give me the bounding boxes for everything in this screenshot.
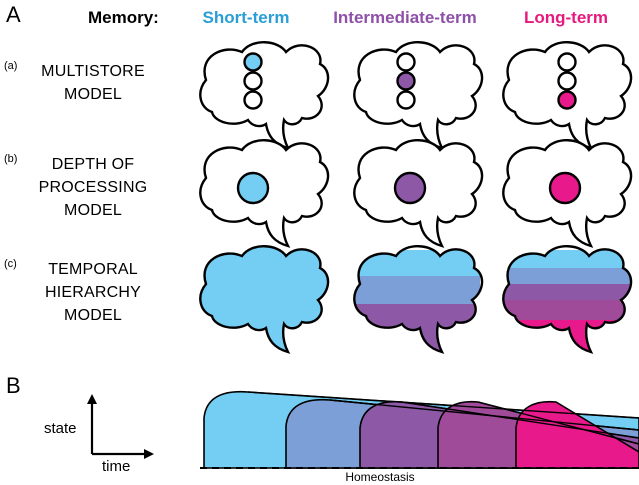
store-circle-a2-mid: [396, 71, 416, 91]
panel-b-label: B: [6, 373, 21, 398]
row-b-name-line-2: PROCESSING: [38, 179, 148, 196]
row-b-name-line-1: DEPTH OF: [51, 156, 135, 173]
homeostasis-label: Homeostasis: [345, 470, 415, 484]
depth-circle-long: [548, 171, 582, 205]
store-circle-a1-bot: [243, 90, 263, 110]
panel-a-label: A: [6, 2, 21, 27]
memory-label: Memory:: [88, 8, 159, 27]
store-circle-a3-mid: [557, 71, 577, 91]
axis-y-label: state: [44, 420, 77, 437]
decay-tail-outline-4: [477, 401, 639, 445]
brain-outline-a-intermediate: [353, 41, 484, 150]
row-c-name: TEMPORAL HIERARCHY MODEL: [18, 258, 168, 327]
axis-x-label: time: [102, 458, 131, 475]
row-a-tag: (a): [4, 60, 18, 72]
decay-curves: [203, 390, 639, 469]
column-header-long-term: Long-term: [523, 8, 609, 27]
store-circle-a1-mid: [243, 71, 263, 91]
row-c-name-line-2: HIERARCHY: [44, 284, 142, 301]
row-b-tag: (b): [4, 153, 18, 165]
store-circle-a3-bot: [557, 90, 577, 110]
column-header-intermediate-term: Intermediate-term: [333, 8, 477, 27]
state-time-axes: [87, 394, 154, 459]
column-header-short-term: Short-term: [202, 8, 290, 27]
brain-filled-c-intermediate: [353, 245, 484, 354]
decay-tail-outline-1: [247, 391, 639, 419]
row-a-name-line-1: MULTISTORE: [41, 63, 145, 80]
row-b-name: DEPTH OF PROCESSING MODEL: [18, 153, 168, 222]
row-a-name-line-2: MODEL: [64, 86, 122, 103]
decay-curve-5: [515, 400, 639, 469]
brain-filled-c-short: [199, 245, 330, 354]
row-c-name-line-3: MODEL: [64, 307, 122, 324]
brain-outline-a-short: [199, 41, 330, 150]
store-circle-a1-top: [243, 52, 263, 72]
depth-circle-short: [236, 171, 270, 205]
row-c-tag: (c): [4, 258, 17, 270]
row-c-name-line-1: TEMPORAL: [48, 261, 138, 278]
store-circle-a2-bot: [396, 90, 416, 110]
store-circle-a2-top: [396, 52, 416, 72]
row-b-name-line-3: MODEL: [64, 202, 122, 219]
brain-filled-c-long: [502, 245, 633, 354]
depth-circle-intermediate: [393, 171, 427, 205]
row-a-name: MULTISTORE MODEL: [18, 60, 168, 106]
decay-tail-outline-3: [401, 401, 639, 439]
store-circle-a3-top: [557, 52, 577, 72]
